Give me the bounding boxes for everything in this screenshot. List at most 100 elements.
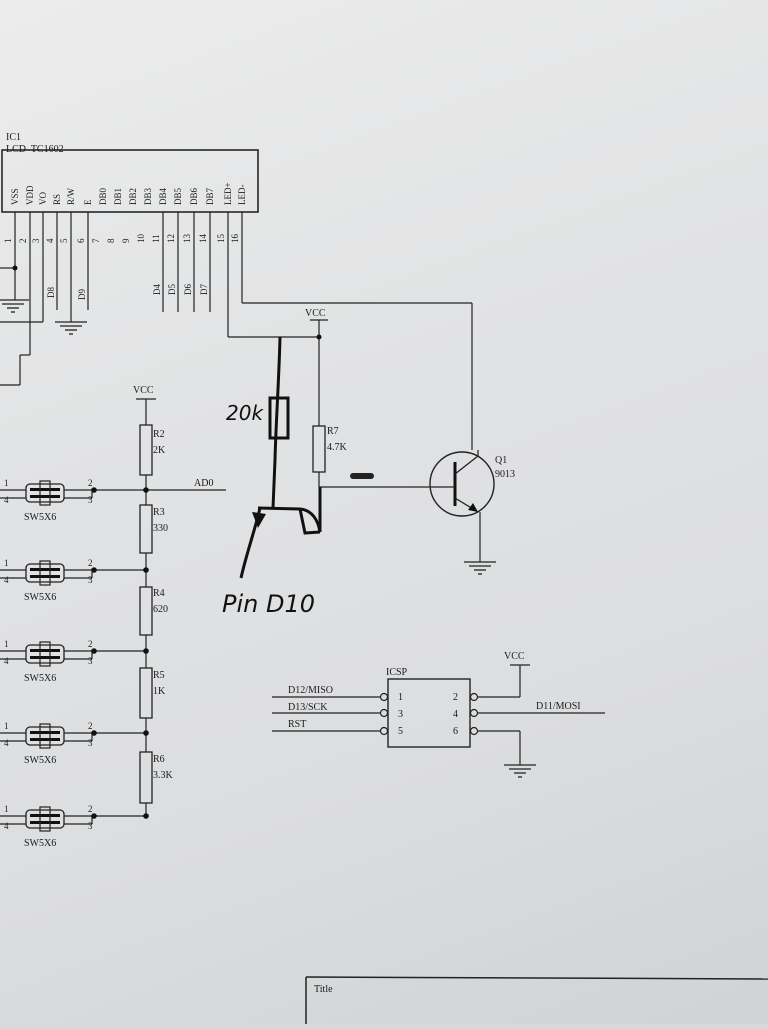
lcd-pin-label: LED+ bbox=[223, 182, 233, 205]
lcd-pin-number: 10 bbox=[136, 234, 146, 244]
switch-pin-2: 2 bbox=[88, 721, 93, 731]
r2-value: 2K bbox=[153, 445, 166, 456]
r7-ref: R7 bbox=[327, 426, 339, 437]
switch-pin-4: 4 bbox=[4, 821, 9, 831]
lcd-pin-label: DB5 bbox=[173, 187, 183, 205]
icsp-pin-4: 4 bbox=[453, 709, 458, 720]
net-rst: RST bbox=[288, 719, 306, 730]
handwritten-pin-d10: Pin D10 bbox=[222, 590, 315, 618]
switch-pin-2: 2 bbox=[88, 478, 93, 488]
lcd-ref: IC1 bbox=[6, 132, 21, 143]
lcd-pin-number: 9 bbox=[121, 238, 131, 243]
lcd-pins: VSS1VDD2VO3RS4R/W5E6DB07DB18DB29DB310DB4… bbox=[3, 182, 247, 243]
switch-pin-2: 2 bbox=[88, 639, 93, 649]
switch-pin-1: 1 bbox=[4, 639, 9, 649]
switch-pin-1: 1 bbox=[4, 558, 9, 568]
lcd-pin-number: 11 bbox=[151, 234, 161, 243]
vcc-label-ladder: VCC bbox=[133, 385, 154, 396]
switch-label: SW5X6 bbox=[24, 755, 56, 766]
lcd-pin-label: R/W bbox=[66, 187, 76, 205]
lcd-pin-number: 15 bbox=[216, 234, 226, 244]
icsp-header: ICSP 1 3 5 2 4 6 VCC D12/MISO D13/SCK RS… bbox=[272, 651, 605, 778]
lcd-pin-number: 2 bbox=[18, 239, 28, 244]
switch-pin-3: 3 bbox=[88, 575, 93, 585]
r4-body bbox=[139, 586, 153, 636]
lcd-pin-number: 1 bbox=[3, 239, 13, 244]
r5-value: 1K bbox=[153, 686, 166, 697]
handwritten-potentiometer: 20k Pin D10 bbox=[222, 336, 322, 618]
lcd-pin-label: DB2 bbox=[128, 188, 138, 205]
r6-ref: R6 bbox=[153, 754, 165, 765]
switch-pin-4: 4 bbox=[4, 738, 9, 748]
net-d9: D9 bbox=[77, 289, 87, 300]
switch-pin-4: 4 bbox=[4, 495, 9, 505]
lcd-pin-number: 6 bbox=[76, 238, 86, 243]
switch-label: SW5X6 bbox=[24, 673, 56, 684]
net-d4: D4 bbox=[152, 284, 162, 295]
r5-body bbox=[139, 667, 153, 719]
button-ladder: VCC R2 2K R3 330 R4 620 R5 1K R6 3.3K AD… bbox=[0, 385, 226, 849]
lcd-pin-label: VSS bbox=[10, 188, 20, 205]
lcd-pin-label: RS bbox=[52, 194, 62, 205]
r6-value: 3.3K bbox=[153, 770, 174, 781]
handwritten-20k: 20k bbox=[226, 401, 264, 425]
lcd-pin-number: 12 bbox=[166, 234, 176, 243]
net-d5: D5 bbox=[167, 284, 177, 295]
lcd-pin-label: DB0 bbox=[98, 187, 108, 205]
icsp-pin-2: 2 bbox=[453, 692, 458, 703]
lcd-pin-label: DB3 bbox=[143, 187, 153, 205]
lcd-pin-number: 13 bbox=[182, 234, 192, 244]
icsp-pin-3: 3 bbox=[398, 709, 403, 720]
switch-pin-3: 3 bbox=[88, 821, 93, 831]
switch-label: SW5X6 bbox=[24, 592, 56, 603]
icsp-vcc: VCC bbox=[504, 651, 525, 662]
lcd-pin-label: DB7 bbox=[205, 187, 215, 205]
r4-value: 620 bbox=[153, 604, 168, 615]
ink-smudge bbox=[350, 473, 374, 479]
q1-ref: Q1 bbox=[495, 455, 507, 466]
lcd-pin-number: 3 bbox=[31, 238, 41, 243]
net-d13-sck: D13/SCK bbox=[288, 702, 328, 713]
transistor-q1: Q1 9013 bbox=[429, 450, 515, 575]
switch-group: 1423SW5X61423SW5X61423SW5X61423SW5X61423… bbox=[0, 478, 149, 849]
switch-pin-1: 1 bbox=[4, 804, 9, 814]
lcd-pin-label: VDD bbox=[25, 185, 35, 205]
switch-pin-4: 4 bbox=[4, 656, 9, 666]
lcd-pin-label: VO bbox=[38, 192, 48, 205]
lcd-pin-label: E bbox=[83, 199, 93, 205]
switch-pin-1: 1 bbox=[4, 721, 9, 731]
switch-pin-2: 2 bbox=[88, 804, 93, 814]
r2-ref: R2 bbox=[153, 429, 165, 440]
lcd-pin-number: 8 bbox=[106, 238, 116, 243]
switch-label: SW5X6 bbox=[24, 512, 56, 523]
switch-pin-3: 3 bbox=[88, 738, 93, 748]
vcc-label-top: VCC bbox=[305, 308, 326, 319]
switch-label: SW5X6 bbox=[24, 838, 56, 849]
net-ad0: AD0 bbox=[194, 478, 213, 489]
r4-ref: R4 bbox=[153, 588, 165, 599]
lcd-pin-label: DB4 bbox=[158, 187, 168, 205]
net-d8: D8 bbox=[46, 287, 56, 298]
r6-body bbox=[139, 751, 153, 804]
lcd-ic1: IC1 LCD TC1602 VSS1VDD2VO3RS4R/W5E6DB07D… bbox=[0, 132, 473, 450]
icsp-pin-1: 1 bbox=[398, 692, 403, 703]
icsp-pin-6: 6 bbox=[453, 726, 458, 737]
lcd-body bbox=[1, 149, 259, 213]
switch-pin-2: 2 bbox=[88, 558, 93, 568]
icsp-title: ICSP bbox=[386, 667, 408, 678]
lcd-pin-label: DB1 bbox=[113, 188, 123, 205]
q1-part: 9013 bbox=[495, 469, 515, 480]
switch-pin-1: 1 bbox=[4, 478, 9, 488]
lcd-pin-number: 16 bbox=[230, 234, 240, 244]
icsp-pin-5: 5 bbox=[398, 726, 403, 737]
switch-pin-3: 3 bbox=[88, 656, 93, 666]
backlight-circuit: VCC R7 4.7K Q1 9013 bbox=[280, 308, 515, 575]
title-block: Title bbox=[305, 976, 768, 1024]
